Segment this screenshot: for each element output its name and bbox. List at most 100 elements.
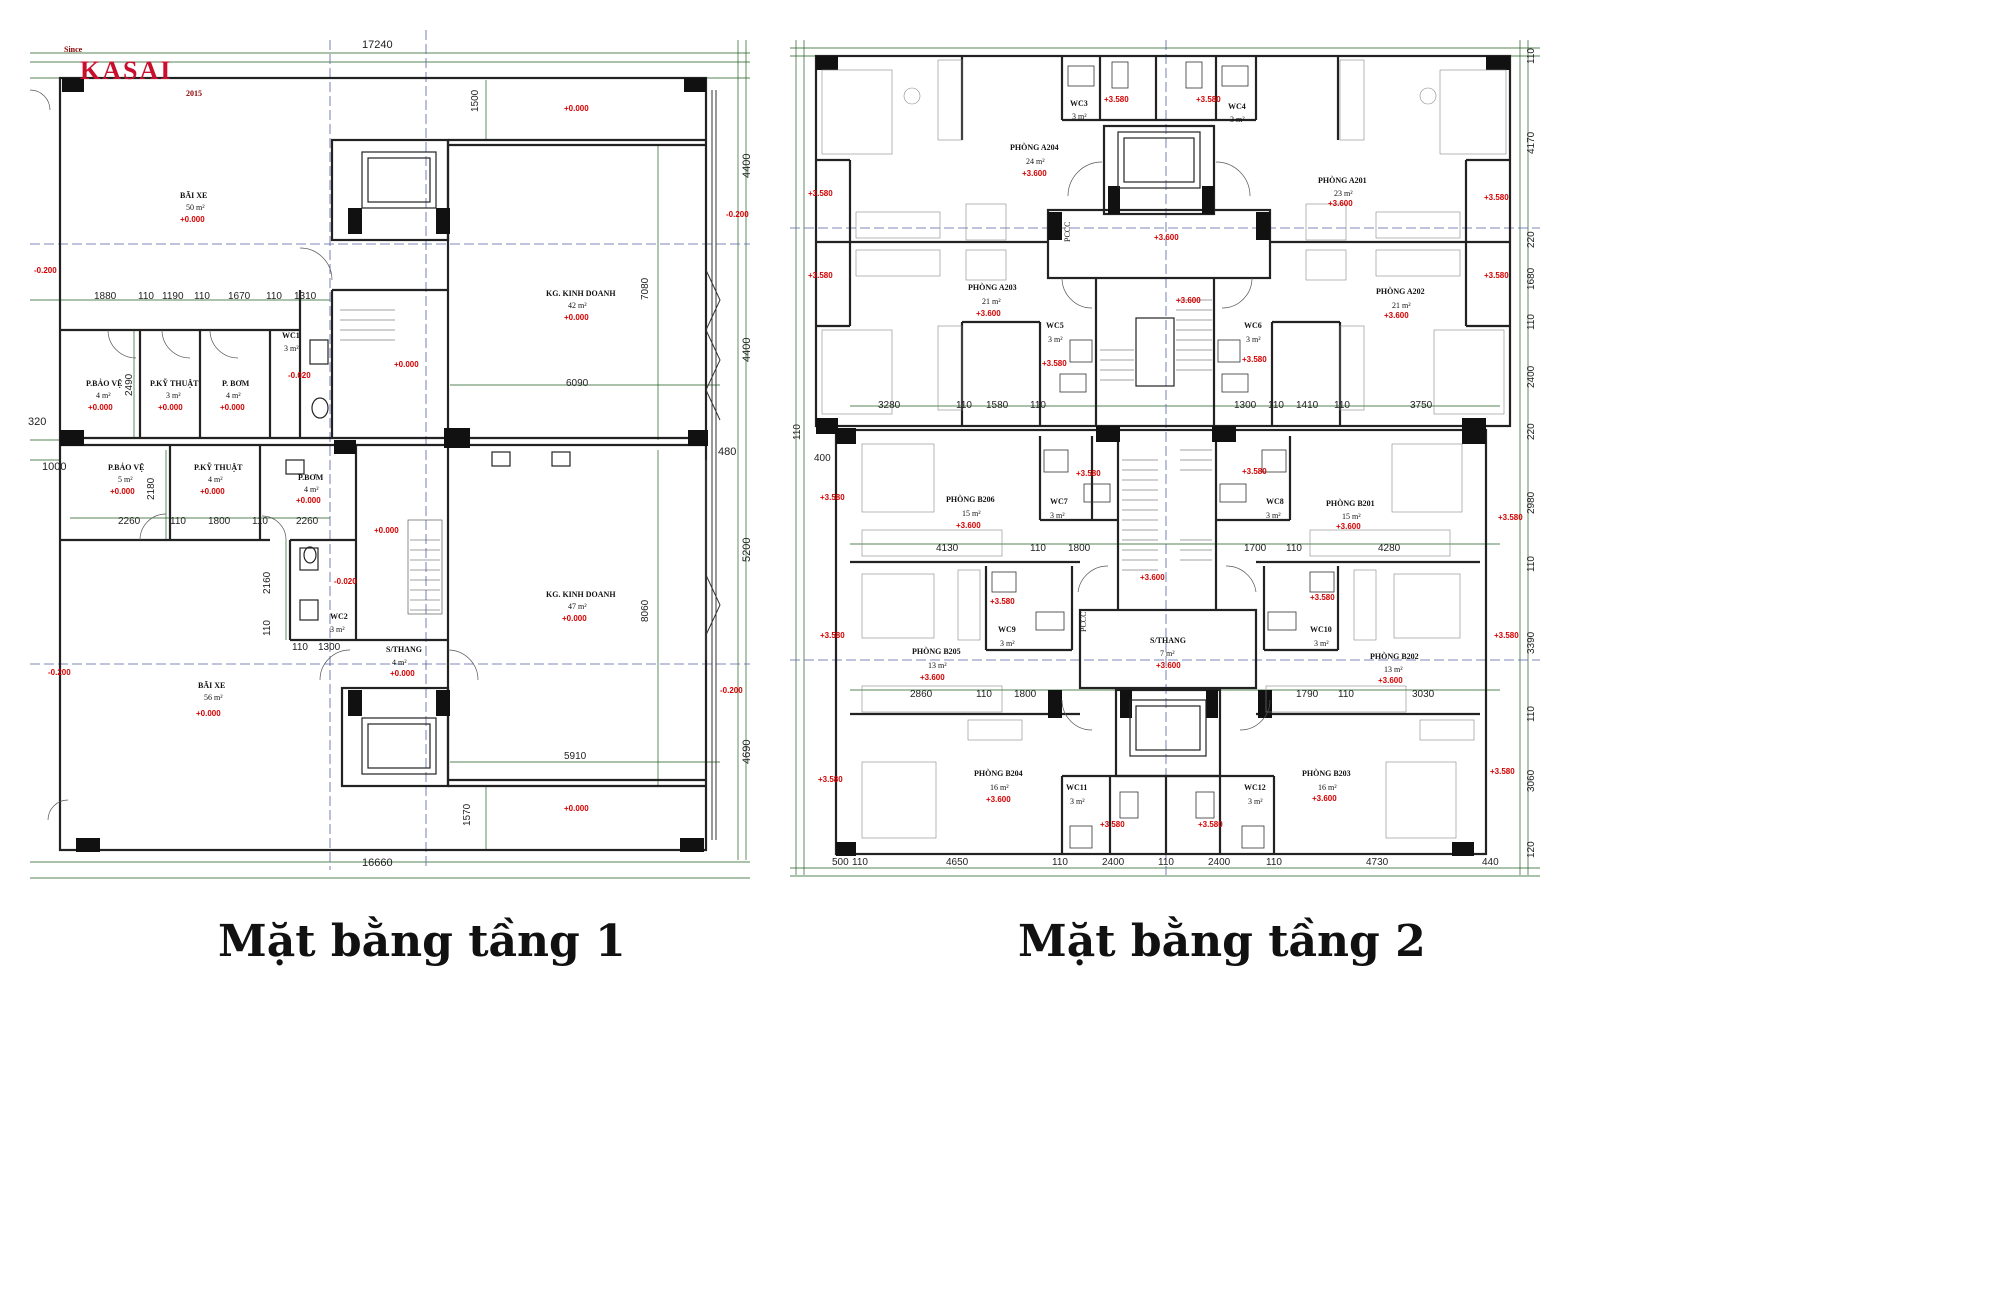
level-mark: +3.580 xyxy=(808,189,833,198)
room-label: WC8 3 m² +3.580 xyxy=(1242,467,1284,520)
dim: 110 xyxy=(1334,400,1350,411)
dim-2160: 2160 xyxy=(262,571,273,594)
room-label: BÃI XE 50 m² +0.000 xyxy=(180,191,207,224)
room-name: PHÒNG B202 xyxy=(1370,651,1419,661)
level-mark: +3.600 xyxy=(1022,169,1047,178)
dim: 120 xyxy=(1526,841,1537,858)
room-label: S/THANG 4 m² +0.000 xyxy=(386,645,422,678)
room-area: 5 m² xyxy=(118,475,133,484)
dim: 1580 xyxy=(986,400,1009,411)
room-name: BÃI XE xyxy=(198,681,225,690)
room-name: KG. KINH DOANH xyxy=(546,590,616,599)
room-name: PHÒNG A201 xyxy=(1318,175,1367,185)
room-area: 24 m² xyxy=(1026,157,1045,166)
level-mark: +3.600 xyxy=(1336,522,1361,531)
level-mark: +3.580 xyxy=(1490,767,1515,776)
room-area: 3 m² xyxy=(1266,511,1281,520)
dim: 4130 xyxy=(936,543,959,554)
room-name: P.BƠM xyxy=(298,473,324,482)
level-mark: +3.600 xyxy=(1384,311,1409,320)
room-area: 21 m² xyxy=(1392,301,1411,310)
dim-1670: 1670 xyxy=(228,291,251,302)
room-name: WC3 xyxy=(1070,99,1088,108)
room-label: KG. KINH DOANH 47 m² +0.000 xyxy=(546,590,616,623)
dim-1500: 1500 xyxy=(470,89,481,112)
room-area: 23 m² xyxy=(1334,189,1353,198)
room-name: PHÒNG B201 xyxy=(1326,498,1375,508)
dim: 110 xyxy=(1338,689,1354,700)
dim-8060: 8060 xyxy=(640,599,651,622)
dim: 4730 xyxy=(1366,857,1389,868)
level-mark: +3.580 xyxy=(820,493,845,502)
dim: 220 xyxy=(1526,423,1537,440)
dim: 220 xyxy=(1526,231,1537,248)
room-name: KG. KINH DOANH xyxy=(546,289,616,298)
dim-1800: 1800 xyxy=(208,516,231,527)
dim: 2400 xyxy=(1526,365,1537,388)
room-name: PHÒNG B203 xyxy=(1302,768,1351,778)
room-label: WC10 3 m² +3.580 xyxy=(1310,593,1335,648)
level-mark: +3.600 xyxy=(1378,676,1403,685)
dim: 2860 xyxy=(910,689,933,700)
dim: 2980 xyxy=(1526,491,1537,514)
level-mark: +3.580 xyxy=(1196,95,1221,104)
room-area: 3 m² xyxy=(1246,335,1261,344)
dim: 1700 xyxy=(1244,543,1267,554)
dim-1300: 1300 xyxy=(318,642,341,653)
room-label: PHÒNG B201 15 m² +3.600 xyxy=(1326,498,1375,531)
room-area: 42 m² xyxy=(568,301,587,310)
dim: 1790 xyxy=(1296,689,1319,700)
dim: 110 xyxy=(1268,400,1284,411)
room-area: 3 m² xyxy=(1072,112,1087,121)
dim: 110 xyxy=(1526,48,1537,64)
room-label: BÃI XE 56 m² +0.000 xyxy=(196,681,225,718)
dim: 4650 xyxy=(946,857,969,868)
level-mark: +3.580 xyxy=(1100,820,1125,829)
dim: 110 xyxy=(1030,400,1046,411)
dim-1880: 1880 xyxy=(94,291,117,302)
room-label: P.KỸ THUẬT 3 m² +0.000 xyxy=(150,378,199,412)
dim-2490: 2490 xyxy=(124,373,135,396)
dim: 3280 xyxy=(878,400,901,411)
room-label: WC6 3 m² +3.580 xyxy=(1242,321,1267,364)
room-area: 4 m² xyxy=(226,391,241,400)
room-name: WC5 xyxy=(1046,321,1064,330)
room-label: WC9 3 m² +3.580 xyxy=(990,597,1016,648)
room-label: PHÒNG A203 21 m² +3.600 xyxy=(968,282,1017,318)
dim: 110 xyxy=(792,424,803,440)
level-mark: -0.020 xyxy=(288,371,311,380)
room-label: P.KỸ THUẬT 4 m² +0.000 xyxy=(194,462,243,496)
room-area: 4 m² xyxy=(208,475,223,484)
room-name: PHÒNG B204 xyxy=(974,768,1023,778)
room-name: WC9 xyxy=(998,625,1016,634)
level-mark: +0.000 xyxy=(564,104,589,113)
room-name: WC4 xyxy=(1228,102,1246,111)
level-mark: +3.580 xyxy=(1498,513,1523,522)
room-area: 21 m² xyxy=(982,297,1001,306)
room-name: WC7 xyxy=(1050,497,1068,506)
room-label: WC1 3 m² -0.020 xyxy=(282,331,311,380)
dim-4400: 4400 xyxy=(741,338,753,362)
dim: 110 xyxy=(1526,314,1537,330)
room-area: 13 m² xyxy=(928,661,947,670)
dim: 3060 xyxy=(1526,769,1537,792)
level-mark: +3.580 xyxy=(1310,593,1335,602)
caption-floor-2: Mặt bằng tầng 2 xyxy=(1018,916,1426,967)
room-name: WC2 xyxy=(330,612,348,621)
level-mark: +3.580 xyxy=(1484,193,1509,202)
room-label: P.BẢO VỆ 4 m² +0.000 xyxy=(86,378,122,412)
dim-1000: 1000 xyxy=(42,461,66,473)
dim: 1680 xyxy=(1526,267,1537,290)
dim: 110 xyxy=(852,857,868,868)
room-name: S/THANG xyxy=(386,645,422,654)
dim-110: 110 xyxy=(138,291,154,302)
dim-110: 110 xyxy=(194,291,210,302)
dim: 3030 xyxy=(1412,689,1435,700)
dim-5910: 5910 xyxy=(564,751,587,762)
dim-bottom-total: 16660 xyxy=(362,857,393,869)
level-mark: -0.200 xyxy=(48,668,71,677)
dim: 3750 xyxy=(1410,400,1433,411)
dim: 1300 xyxy=(1234,400,1257,411)
dim-1310: 1310 xyxy=(294,291,317,302)
room-area: 47 m² xyxy=(568,602,587,611)
